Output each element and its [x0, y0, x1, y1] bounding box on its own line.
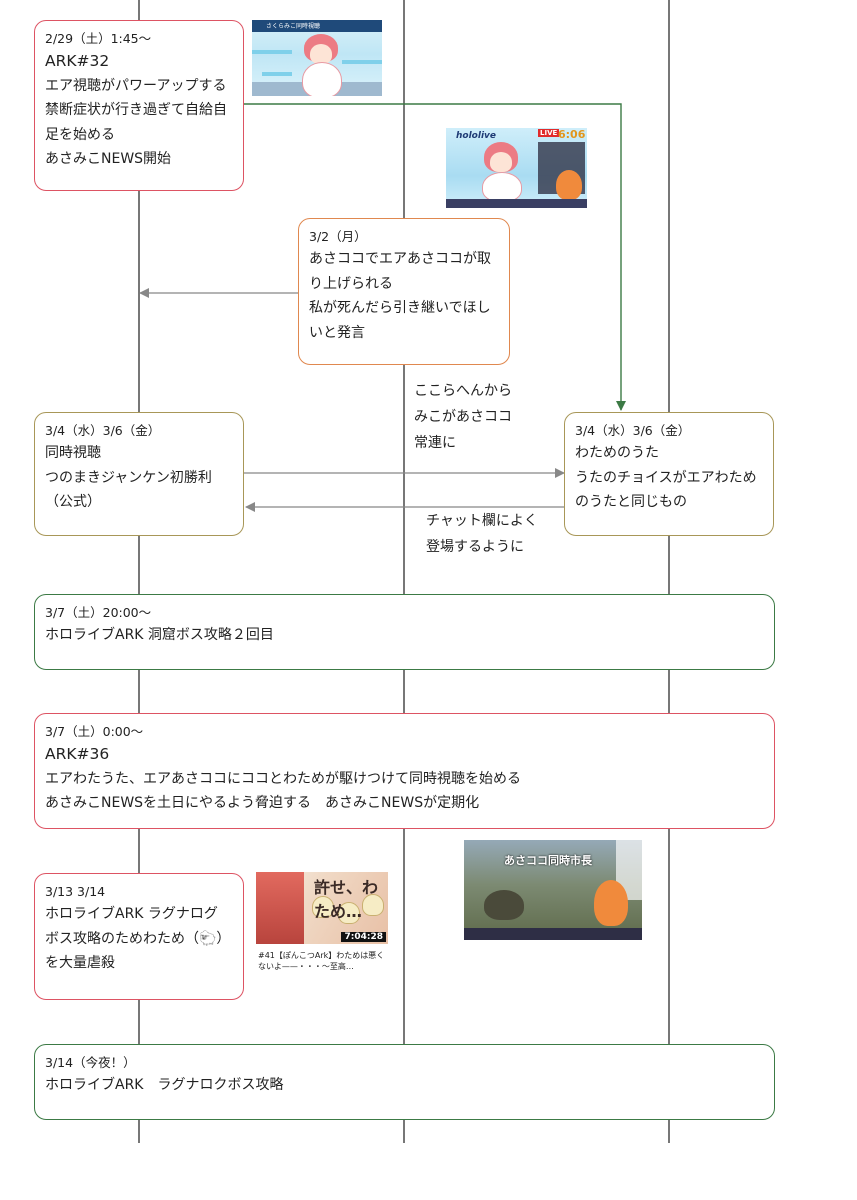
event-date: 3/7（土）20:00〜	[45, 605, 152, 620]
event-date: 3/14（今夜！）	[45, 1055, 136, 1070]
thumbnail-title-art: 許せ、わため…	[314, 878, 379, 921]
character-body-icon	[302, 62, 342, 96]
event-date: 3/7（土）0:00〜	[45, 724, 144, 739]
event-box-ragnarok-boss: 3/14（今夜！） ホロライブARK ラグナロクボス攻略	[34, 1044, 775, 1120]
event-date: 3/4（水）3/6（金）	[575, 423, 691, 438]
video-thumbnail-ark41: 許せ、わため… 7:04:28 #41【ぽんこつArk】わためは悪くないよ——・…	[256, 872, 388, 976]
event-line: （公式）	[45, 494, 101, 510]
event-box-ragnarok-massacre: 3/13 3/14 ホロライブARK ラグナログ ボス攻略のためわため（🐑） を…	[34, 873, 244, 1000]
event-line: あさみこNEWS開始	[45, 151, 172, 167]
event-line: うたのチョイスがエアわため	[575, 469, 757, 486]
event-line: ホロライブARK ラグナロクボス攻略	[45, 1077, 284, 1093]
event-line: わためのうた	[575, 445, 659, 461]
character-body-icon	[482, 172, 522, 202]
note-line: みこがあさココ	[414, 409, 512, 425]
event-line: あさみこNEWSを土日にやるよう脅迫する あさみこNEWSが定期化	[45, 795, 480, 811]
event-box-ark32: 2/29（土）1:45〜 ARK#32 エア視聴がパワーアップする 禁断症状が行…	[34, 20, 244, 191]
event-title: ARK#36	[45, 745, 110, 763]
hololive-logo: hololive	[456, 131, 496, 141]
note-line: ここらへんから	[414, 383, 512, 399]
coco-character-icon	[594, 880, 628, 926]
coco-character-icon	[556, 170, 582, 200]
stream-thumbnail-asacoco: hololive LIVE 6:06	[446, 128, 587, 208]
sheep-icon	[362, 894, 384, 916]
note-line: チャット欄によく	[426, 513, 538, 529]
stream-thumbnail-ark36: あさココ同時市長	[464, 840, 642, 940]
event-line: エア視聴がパワーアップする	[45, 77, 227, 94]
arrow-ark32-to-watame-song	[244, 103, 626, 411]
event-date: 3/13 3/14	[45, 884, 106, 899]
live-badge: LIVE	[538, 129, 560, 137]
sheep-icon	[338, 902, 360, 924]
event-line: ボス攻略のためわため（🐑）	[45, 930, 231, 947]
decor-stripe	[342, 60, 382, 64]
event-box-cave-boss: 3/7（土）20:00〜 ホロライブARK 洞窟ボス攻略２回目	[34, 594, 775, 670]
stream-thumbnail-ark32: さくらみこ同時視聴	[252, 20, 382, 96]
event-box-simulwatch: 3/4（水）3/6（金） 同時視聴 つのまきジャンケン初勝利 （公式）	[34, 412, 244, 536]
event-line: 足を始める	[45, 126, 115, 143]
note-chat-appearance: チャット欄によく 登場するように	[426, 508, 538, 560]
event-line: エアわたうた、エアあさココにココとわためが駆けつけて同時視聴を始める	[45, 770, 521, 787]
note-line: 登場するように	[426, 539, 524, 555]
decor-stripe	[252, 50, 292, 54]
note-regular-viewer: ここらへんから みこがあさココ 常連に	[414, 378, 512, 456]
video-caption: #41【ぽんこつArk】わためは悪くないよ——・・・〜至高…	[258, 951, 385, 971]
event-date: 2/29（土）1:45〜	[45, 31, 152, 46]
thumbnail-bar-text: さくらみこ同時視聴	[266, 23, 321, 30]
thumbnail-bottom-bar	[446, 199, 587, 208]
event-box-asacoco: 3/2（月） あさココでエアあさココが取 り上げられる 私が死んだら引き継いでほ…	[298, 218, 510, 365]
thumbnail-bottom-bar	[464, 928, 642, 940]
event-line: ホロライブARK ラグナログ	[45, 906, 218, 922]
event-date: 3/2（月）	[309, 229, 367, 244]
event-line: 私が死んだら引き継いでほし	[309, 300, 491, 316]
event-line: 禁断症状が行き過ぎて自給自	[45, 102, 227, 118]
character-face-icon	[490, 152, 512, 172]
character-face-icon	[310, 44, 332, 64]
event-line: 同時視聴	[45, 445, 101, 461]
event-line: を大量虐殺	[45, 955, 115, 971]
event-line: ホロライブARK 洞窟ボス攻略２回目	[45, 627, 274, 643]
event-line: り上げられる	[309, 275, 393, 292]
sheep-icon	[312, 896, 334, 918]
event-box-watame-song: 3/4（水）3/6（金） わためのうた うたのチョイスがエアわため のうたと同じ…	[564, 412, 774, 536]
video-duration: 7:04:28	[341, 932, 386, 942]
thumbnail-banner: あさココ同時市長	[504, 854, 592, 867]
dinosaur-icon	[484, 890, 524, 920]
note-line: 常連に	[414, 435, 456, 451]
decor-stripe	[262, 72, 292, 76]
event-line: のうたと同じもの	[575, 494, 687, 510]
event-box-ark36: 3/7（土）0:00〜 ARK#36 エアわたうた、エアあさココにココとわためが…	[34, 713, 775, 829]
event-line: あさココでエアあさココが取	[309, 251, 491, 267]
stream-clock: 6:06	[558, 128, 586, 141]
event-line: つのまきジャンケン初勝利	[45, 469, 212, 486]
event-date: 3/4（水）3/6（金）	[45, 423, 161, 438]
event-title: ARK#32	[45, 52, 110, 70]
event-line: いと発言	[309, 324, 365, 341]
red-dinosaur-shape	[256, 872, 304, 944]
thumbnail-title-bar	[252, 20, 382, 32]
